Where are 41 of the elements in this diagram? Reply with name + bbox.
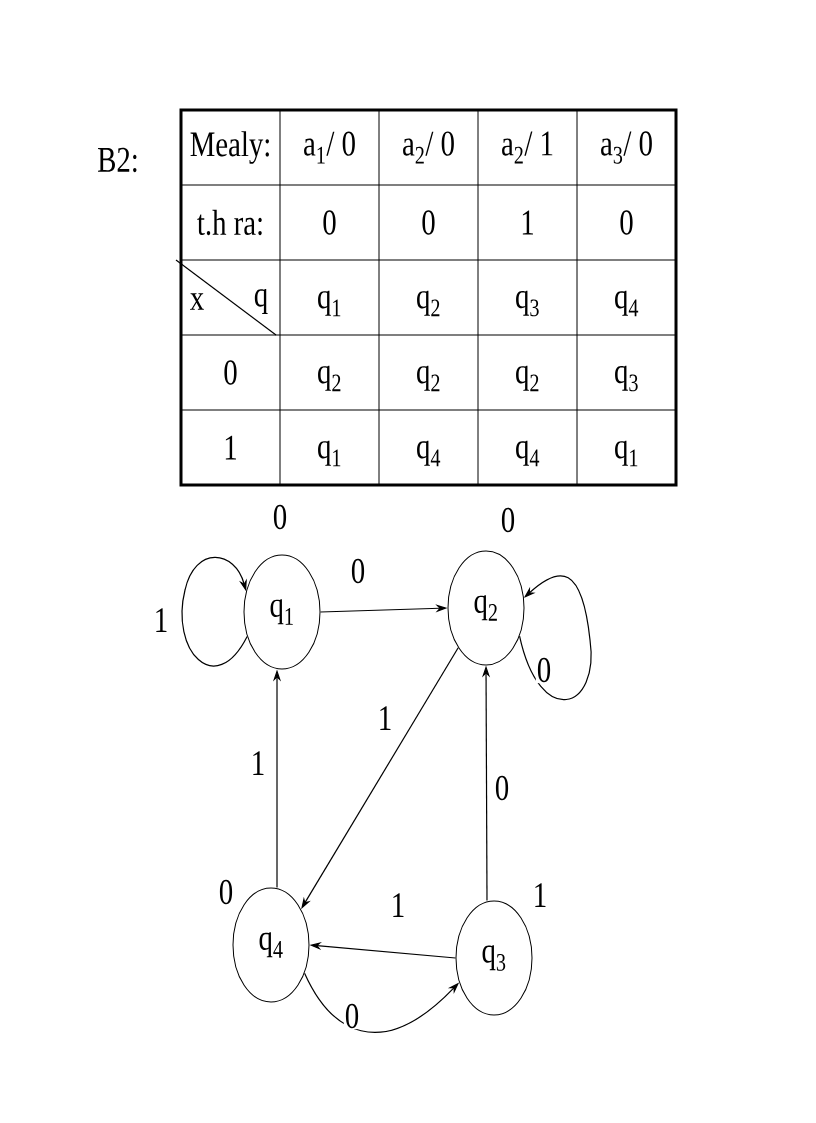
output-label: 0 <box>501 507 515 533</box>
table-cell-text: 1 <box>522 210 533 235</box>
table-cell-text: q$_{2}$ <box>318 365 341 392</box>
edge-label: 0 <box>535 656 553 684</box>
output-label: 1 <box>535 883 546 907</box>
table-cell-text: 0 <box>224 360 237 385</box>
table-header-text: q <box>254 289 268 314</box>
edge-label: 1 <box>376 705 394 731</box>
table-cell-text: q$_{2}$ <box>516 365 539 392</box>
output-label: 0 <box>273 504 287 530</box>
table-cell-text: q$_{2}$ <box>417 365 440 392</box>
edge-label: 1 <box>152 607 170 633</box>
side-heading: B2: <box>98 147 137 173</box>
edge-label: 1 <box>389 892 407 918</box>
edge-label: 1 <box>249 750 267 776</box>
table-cell-text: q$_{4}$ <box>615 290 639 317</box>
table-cell-text: a$_{3}$/ 0 <box>601 131 652 164</box>
table-cell-text: 0 <box>620 210 633 235</box>
table-cell-text: q$_{2}$ <box>417 290 440 317</box>
table-cell-text: q$_{3}$ <box>516 290 539 317</box>
table-cell-text: q$_{4}$ <box>516 440 540 467</box>
table-cell-text: a$_{1}$/ 0 <box>304 131 355 164</box>
table-cell-text: q$_{3}$ <box>615 365 638 392</box>
arrow <box>181 556 248 667</box>
table-cell-text: q$_{4}$ <box>417 440 441 467</box>
table-cell-text: q$_{1}$ <box>318 290 341 317</box>
output-label: 0 <box>219 879 233 905</box>
table-cell-text: a$_{2}$/ 0 <box>403 131 454 164</box>
edge-label: 0 <box>493 774 511 802</box>
edge-label: 0 <box>343 1002 361 1030</box>
table-header-text: Mealy: <box>190 131 269 164</box>
table-cell-text: a$_{2}$/ 1 <box>502 131 553 164</box>
table-cell-text: q$_{1}$ <box>615 440 638 467</box>
table-cell-text: 0 <box>422 210 435 235</box>
arrow <box>518 575 592 701</box>
table-header-text: x <box>190 293 204 310</box>
table-cell-text: 0 <box>323 210 336 235</box>
table-cell-text: 1 <box>225 435 236 460</box>
edge-label: 0 <box>349 557 367 585</box>
table-header-text: t.h ra: <box>197 209 262 236</box>
table-cell-text: q$_{1}$ <box>318 440 341 467</box>
